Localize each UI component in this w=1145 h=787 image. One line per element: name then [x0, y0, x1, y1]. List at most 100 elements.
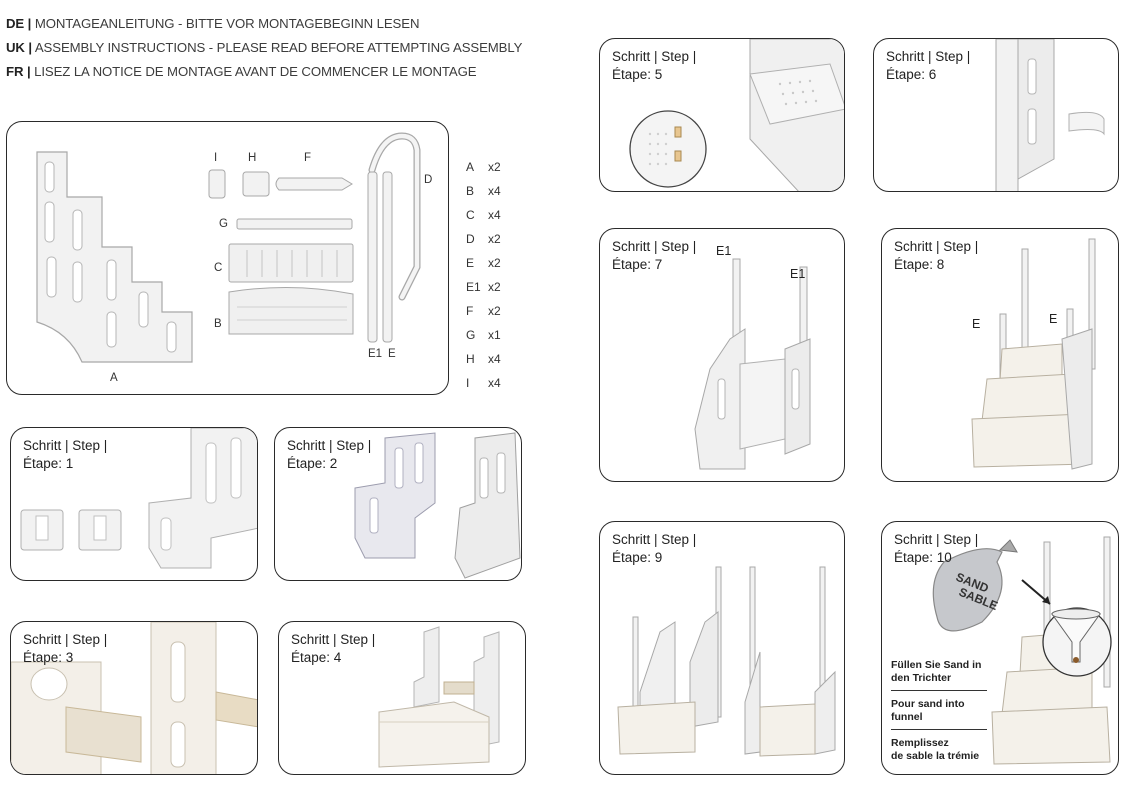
- step-label-line1: Schritt | Step |: [23, 438, 108, 453]
- instruction-line2: funnel: [891, 711, 923, 723]
- part-letter: E: [466, 256, 475, 270]
- step-label-line1: Schritt | Step |: [291, 632, 376, 647]
- instruction-line1: Remplissez: [891, 737, 949, 749]
- part-quantity: x2: [488, 280, 501, 294]
- step-4-panel: Schritt | Step | Étape: 4: [278, 621, 526, 775]
- step-2-label: Schritt | Step | Étape: 2: [287, 437, 371, 473]
- step-9-label: Schritt | Step |Étape: 9: [612, 531, 696, 567]
- part-letter: I: [466, 376, 470, 390]
- part-label-e1: E1: [368, 348, 383, 360]
- lang-code-de: DE |: [6, 16, 32, 31]
- divider: [891, 690, 987, 691]
- part-letter: C: [466, 208, 475, 222]
- step-label-line2: Étape: 7: [612, 257, 663, 272]
- part-letter: F: [466, 304, 474, 318]
- step-label-line1: Schritt | Step |: [612, 49, 697, 64]
- step-7-label: Schritt | Step | Étape: 7: [612, 238, 696, 274]
- step-4-illustration: [378, 626, 500, 768]
- step-label-line2: Étape: 6: [886, 67, 937, 82]
- step-8-panel: Schritt | Step | Étape: 8 E E: [881, 228, 1119, 482]
- step-10-label: Schritt | Step | Étape: 10: [894, 531, 978, 567]
- lang-code-uk: UK |: [6, 40, 33, 55]
- step-3-illustration: [11, 622, 257, 774]
- header-text-fr: LISEZ LA NOTICE DE MONTAGE AVANT DE COMM…: [30, 64, 477, 79]
- part-quantity: x4: [488, 376, 501, 390]
- step-7-illustration: [694, 258, 811, 470]
- step-9-panel: Schritt | Step |Étape: 9: [599, 521, 845, 775]
- step-3-panel: Schritt | Step | Étape: 3: [10, 621, 258, 775]
- step-label-line2: Étape: 5: [612, 67, 663, 82]
- step-1-label: Schritt | Step | Étape: 1: [23, 437, 107, 473]
- part-quantity: x1: [488, 328, 501, 342]
- step-label-line2: Étape: 4: [291, 650, 342, 665]
- step-6-illustration: [995, 39, 1105, 191]
- step-label-line1: Schritt | Step |: [894, 532, 979, 547]
- step-10-panel: Schritt | Step | Étape: 10 SAND SABLE Fül…: [881, 521, 1119, 775]
- step-7-panel: Schritt | Step | Étape: 7 E1 E1: [599, 228, 845, 482]
- step-1-panel: Schritt | Step | Étape: 1: [10, 427, 258, 581]
- step-label-line2: Étape: 1: [23, 456, 74, 471]
- step-label-line1: Schritt | Step |: [894, 239, 979, 254]
- step-8-illustration: [971, 238, 1096, 470]
- step-7-callout-e1-right: E1: [790, 267, 806, 281]
- step-6-label: Schritt | Step | Étape: 6: [886, 48, 970, 84]
- step-label-line1: Schritt | Step |: [287, 438, 372, 453]
- step-8-callout-e-right: E: [1049, 312, 1058, 326]
- part-quantity: x2: [488, 304, 501, 318]
- step-label-line2: Étape: 2: [287, 456, 338, 471]
- step-label-line1: Schritt | Step |: [23, 632, 108, 647]
- step-label-line1: Schritt | Step |: [612, 239, 697, 254]
- part-label-h: H: [248, 152, 257, 164]
- part-letter: H: [466, 352, 475, 366]
- part-quantity: x4: [488, 184, 501, 198]
- step-9-illustration: [617, 566, 836, 757]
- step-7-callout-e1-left: E1: [716, 244, 732, 258]
- parts-overview-box: A B C D E E1 F G H I: [6, 121, 449, 395]
- part-label-i: I: [214, 152, 218, 164]
- lang-code-fr: FR |: [6, 64, 31, 79]
- step-label-line2: Étape: 10: [894, 550, 952, 565]
- step-label-line2: Étape: 9: [612, 550, 663, 565]
- part-label-d: D: [424, 174, 433, 186]
- step-8-label: Schritt | Step | Étape: 8: [894, 238, 978, 274]
- instruction-line2: den Trichter: [891, 672, 952, 684]
- parts-illustration: [36, 132, 421, 363]
- step-label-line2: Étape: 8: [894, 257, 945, 272]
- instruction-line2: de sable la trémie: [891, 750, 980, 762]
- step-8-callout-e-left: E: [972, 317, 981, 331]
- part-label-e: E: [388, 348, 396, 360]
- part-quantity: x2: [488, 256, 501, 270]
- step-10-illustration: SAND SABLE: [932, 536, 1112, 765]
- header-uk: UK | ASSEMBLY INSTRUCTIONS - PLEASE READ…: [6, 40, 522, 55]
- part-label-b: B: [214, 318, 222, 330]
- step-1-illustration: [20, 428, 257, 569]
- step-5-panel: Schritt | Step | Étape: 5: [599, 38, 845, 192]
- instruction-line1: Füllen Sie Sand in: [891, 659, 982, 671]
- step-3-label: Schritt | Step | Étape: 3: [23, 631, 107, 667]
- step-5-illustration: [629, 39, 844, 191]
- part-label-c: C: [214, 262, 223, 274]
- step-2-panel: Schritt | Step | Étape: 2: [274, 427, 522, 581]
- instruction-line1: Pour sand into: [891, 698, 965, 710]
- part-label-a: A: [110, 372, 118, 384]
- header-de: DE | MONTAGEANLEITUNG - BITTE VOR MONTAG…: [6, 16, 419, 31]
- step-2-illustration: [354, 432, 521, 579]
- step-label-line2: Étape: 3: [23, 650, 74, 665]
- part-quantity: x2: [488, 232, 501, 246]
- step-label-line1: Schritt | Step |: [886, 49, 971, 64]
- part-letter: E1: [466, 280, 481, 294]
- part-quantity: x4: [488, 208, 501, 222]
- step-4-label: Schritt | Step | Étape: 4: [291, 631, 375, 667]
